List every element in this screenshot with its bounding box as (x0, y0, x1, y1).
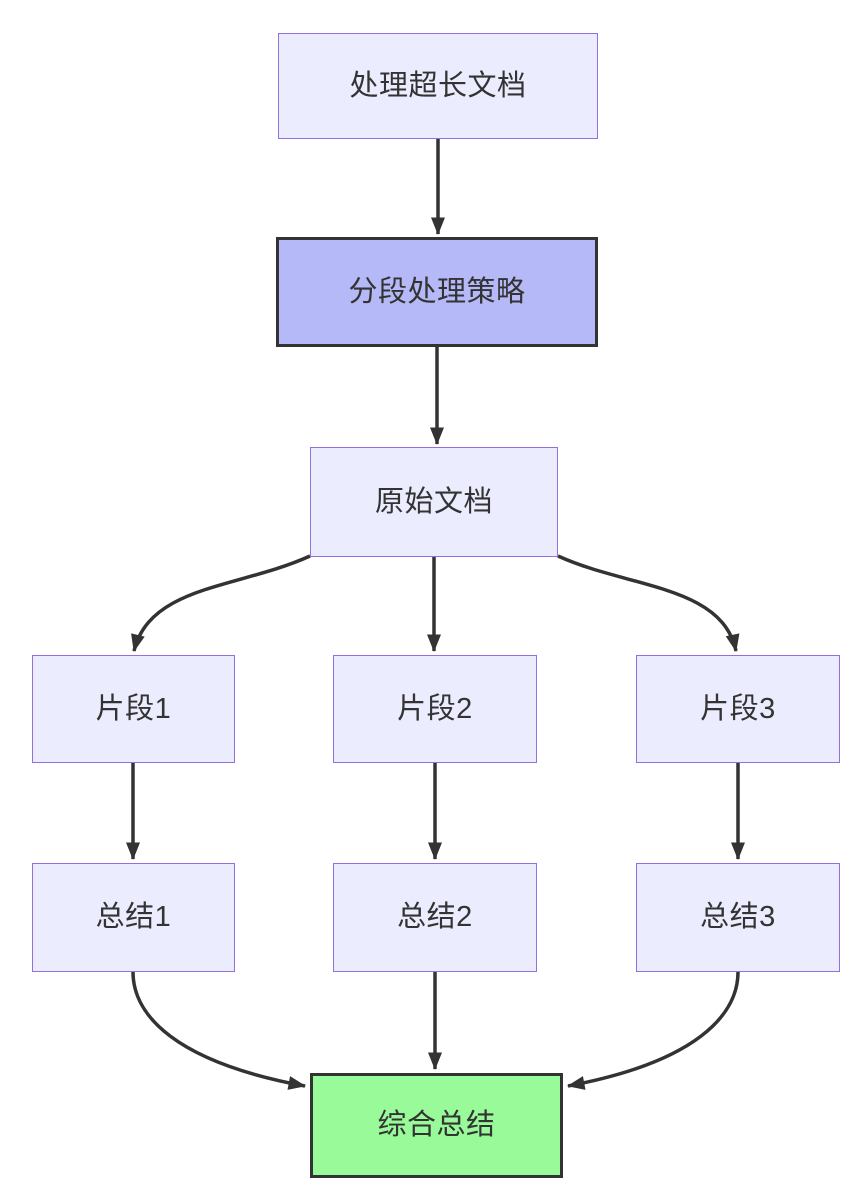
edge-e1-f (131, 971, 306, 1090)
node-fragment-3: 片段3 (636, 655, 840, 763)
node-process-long-document: 处理超长文档 (278, 33, 598, 139)
node-label: 片段3 (700, 692, 776, 725)
node-label: 总结3 (700, 901, 776, 933)
node-summary-3: 总结3 (636, 863, 840, 972)
node-label: 总结2 (397, 901, 473, 933)
node-label: 综合总结 (377, 1109, 496, 1141)
edge-c-d3 (557, 554, 740, 652)
node-fragment-2: 片段2 (333, 655, 537, 763)
node-segment-strategy: 分段处理策略 (276, 237, 598, 347)
node-label: 总结1 (95, 901, 172, 933)
node-label: 原始文档 (374, 485, 493, 518)
edge-c-d1 (131, 554, 311, 652)
node-label: 分段处理策略 (348, 275, 526, 308)
node-summary-1: 总结1 (32, 863, 235, 972)
node-label: 片段1 (95, 692, 172, 725)
edge-e3-f (567, 971, 740, 1090)
node-combined-summary: 综合总结 (310, 1073, 563, 1178)
node-label: 处理超长文档 (349, 69, 527, 102)
node-fragment-1: 片段1 (32, 655, 235, 763)
node-summary-2: 总结2 (333, 863, 537, 972)
node-label: 片段2 (397, 692, 473, 725)
node-original-document: 原始文档 (310, 447, 558, 557)
